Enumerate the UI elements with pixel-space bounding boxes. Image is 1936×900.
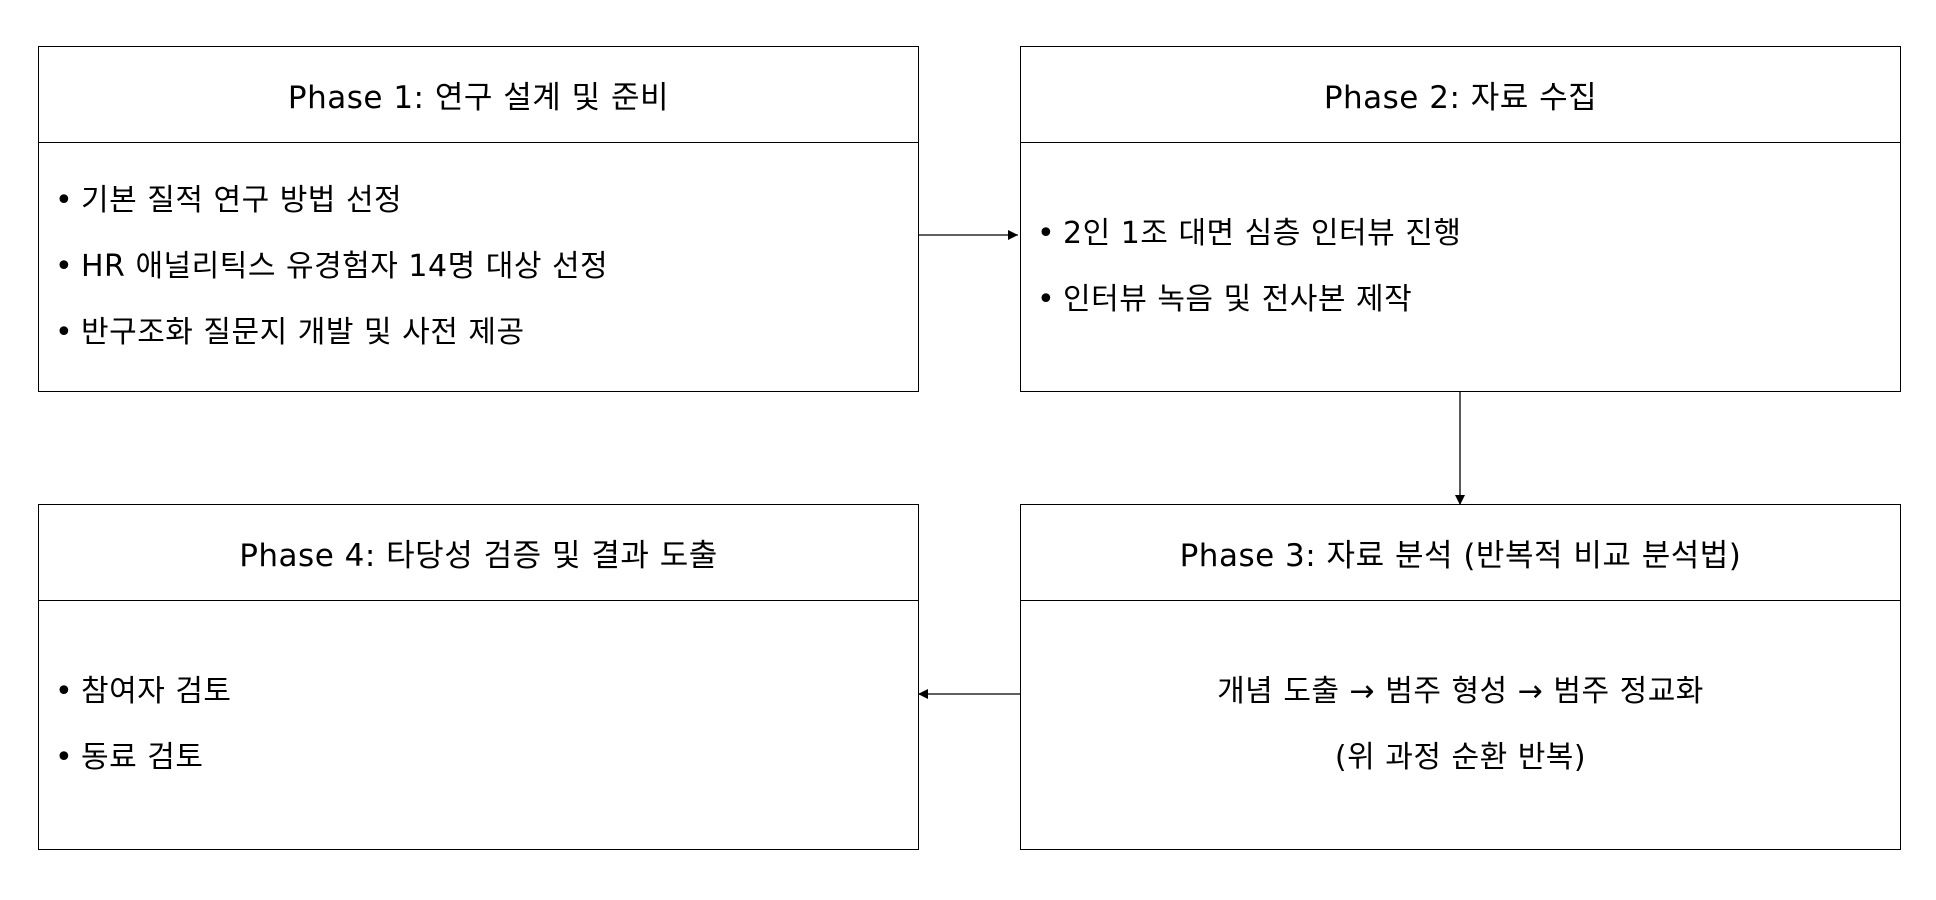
phase1-box: Phase 1: 연구 설계 및 준비 •기본 질적 연구 방법 선정 •HR … [38, 46, 919, 392]
phase1-title: Phase 1: 연구 설계 및 준비 [39, 47, 918, 143]
process-flow-text: 개념 도출 → 범주 형성 → 범주 정교화 [1217, 673, 1704, 709]
phase3-title: Phase 3: 자료 분석 (반복적 비교 분석법) [1021, 505, 1900, 601]
phase2-box: Phase 2: 자료 수집 •2인 1조 대면 심층 인터뷰 진행 •인터뷰 … [1020, 46, 1901, 392]
list-item: •반구조화 질문지 개발 및 사전 제공 [55, 300, 918, 366]
list-item: •HR 애널리틱스 유경험자 14명 대상 선정 [55, 234, 918, 300]
list-item: •인터뷰 녹음 및 전사본 제작 [1037, 267, 1900, 333]
list-item: •2인 1조 대면 심층 인터뷰 진행 [1037, 201, 1900, 267]
bullet-icon: • [55, 314, 74, 350]
phase3-body: 개념 도출 → 범주 형성 → 범주 정교화 (위 과정 순환 반복) [1021, 600, 1900, 849]
phase2-title: Phase 2: 자료 수집 [1021, 47, 1900, 143]
phase3-box: Phase 3: 자료 분석 (반복적 비교 분석법) 개념 도출 → 범주 형… [1020, 504, 1901, 850]
list-item: •기본 질적 연구 방법 선정 [55, 168, 918, 234]
phase1-body: •기본 질적 연구 방법 선정 •HR 애널리틱스 유경험자 14명 대상 선정… [39, 142, 918, 391]
phase4-title: Phase 4: 타당성 검증 및 결과 도출 [39, 505, 918, 601]
process-note-text: (위 과정 순환 반복) [1334, 739, 1587, 775]
list-item: •동료 검토 [55, 725, 918, 791]
bullet-icon: • [55, 739, 74, 775]
phase4-box: Phase 4: 타당성 검증 및 결과 도출 •참여자 검토 •동료 검토 [38, 504, 919, 850]
bullet-icon: • [55, 182, 74, 218]
phase2-body: •2인 1조 대면 심층 인터뷰 진행 •인터뷰 녹음 및 전사본 제작 [1021, 142, 1900, 391]
list-item: •참여자 검토 [55, 659, 918, 725]
bullet-icon: • [1037, 215, 1056, 251]
bullet-icon: • [1037, 281, 1056, 317]
phase4-body: •참여자 검토 •동료 검토 [39, 600, 918, 849]
bullet-icon: • [55, 248, 74, 284]
bullet-icon: • [55, 673, 74, 709]
